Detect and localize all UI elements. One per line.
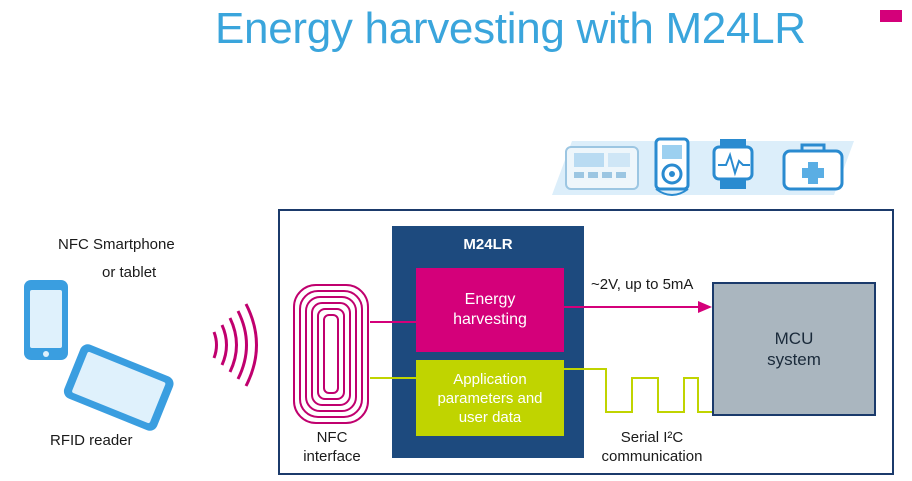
i2c-signal-line: [564, 368, 712, 413]
accent-square: [880, 10, 902, 22]
application-icons: [552, 137, 854, 196]
nfc-wave-icon: [212, 303, 258, 387]
metering-device-icon: [565, 146, 639, 190]
media-player-icon: [654, 137, 690, 196]
m24lr-title: M24LR: [463, 236, 513, 253]
tablet-icon: [63, 344, 174, 431]
power-arrow-icon: [698, 301, 712, 313]
energy-harvesting-block: Energy harvesting: [416, 268, 564, 352]
tablet-label: or tablet: [102, 264, 157, 281]
power-label: ~2V, up to 5mA: [591, 276, 694, 293]
medical-kit-icon: [782, 143, 844, 191]
mcu-system-block: MCU system: [712, 282, 876, 416]
system-frame: [278, 209, 894, 475]
page-title: Energy harvesting with M24LR: [215, 4, 806, 53]
rfid-reader-label: RFID reader: [50, 432, 133, 449]
serial-i2c-label: Serial I²C communication: [601, 429, 703, 465]
smartphone-icon: [24, 280, 68, 360]
wristband-monitor-icon: [712, 139, 754, 189]
application-data-block: Application parameters and user data: [416, 360, 564, 436]
nfc-interface-label: NFC interface: [303, 429, 361, 465]
smartphone-label: NFC Smartphone: [58, 236, 175, 253]
device-illustration: [24, 280, 258, 431]
nfc-coil-icon: [293, 284, 369, 424]
